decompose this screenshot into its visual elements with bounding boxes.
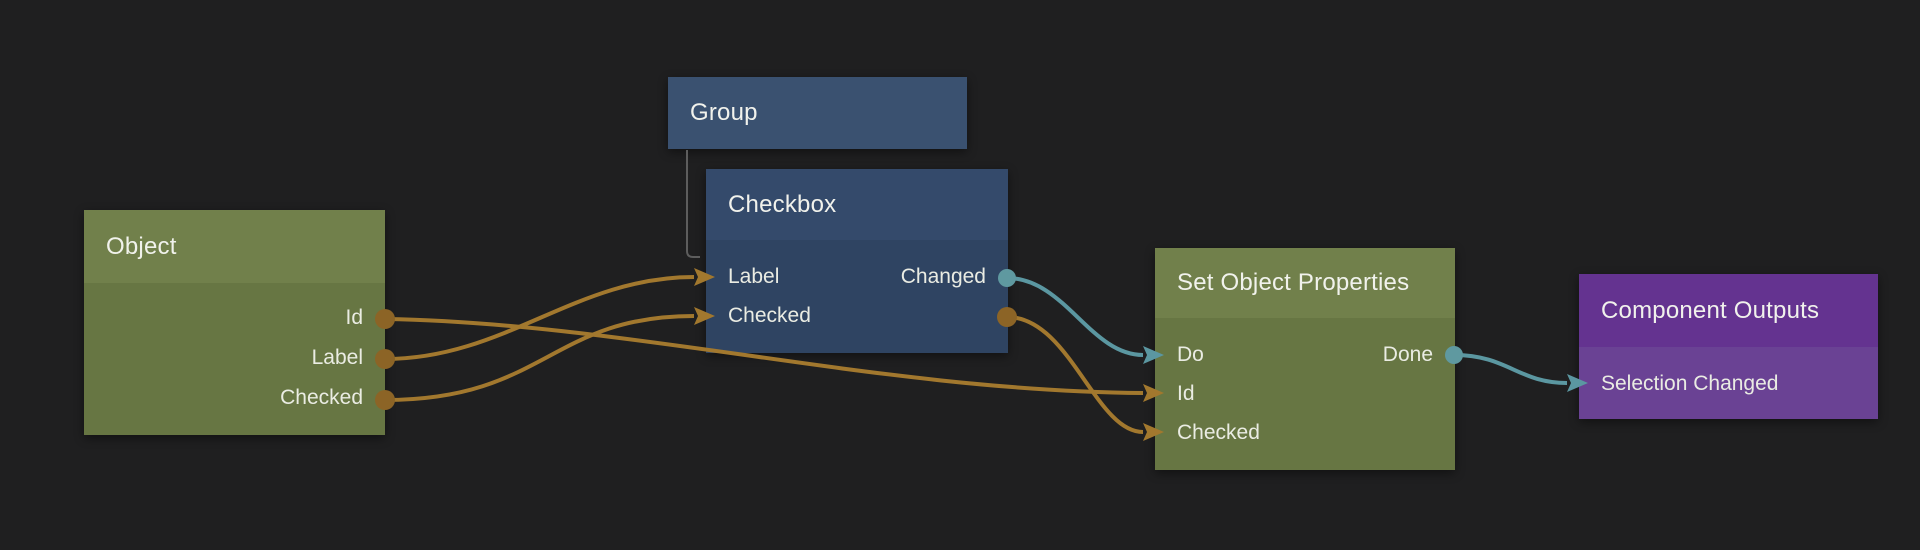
hierarchy-connection-group-to-checkbox [686,150,700,258]
connection-sop-done-to-compout-selection-changed[interactable] [1453,353,1568,385]
node-object-header[interactable]: Object [84,210,385,283]
port-sop-done[interactable]: Done [1382,342,1433,366]
connection-object-checked-to-checkbox-checked[interactable] [384,314,695,402]
node-title: Set Object Properties [1177,269,1410,296]
node-checkbox-body: Label Changed Checked [706,240,1008,353]
port-row: Id [84,298,385,338]
node-set-object-properties[interactable]: Set Object Properties Do Done Id Checked [1155,248,1455,470]
connection-checkbox-changed-to-sop-do[interactable] [1006,276,1144,357]
node-component-outputs-body: Selection Changed [1579,347,1878,419]
port-row: Checked [706,296,1008,335]
node-group[interactable]: Group [668,77,967,149]
port-row: Label Changed [706,257,1008,296]
node-object[interactable]: Object Id Label Checked [84,210,385,435]
node-title: Component Outputs [1601,296,1820,324]
connection-object-id-to-sop-id[interactable] [384,317,1144,395]
connection-arrow-sop-id[interactable] [1143,384,1164,402]
port-dot-object-label[interactable] [375,349,395,369]
port-checkbox-label[interactable]: Label [728,264,780,288]
port-row: Label [84,338,385,378]
port-row: Checked [84,378,385,418]
port-row: Id [1155,374,1455,413]
port-object-checked[interactable]: Checked [280,386,363,409]
node-set-object-properties-header[interactable]: Set Object Properties [1155,248,1455,318]
node-group-header[interactable]: Group [668,77,967,149]
port-dot-object-id[interactable] [375,309,395,329]
port-row: Selection Changed [1579,364,1878,403]
port-sop-do[interactable]: Do [1177,342,1204,366]
node-checkbox-header[interactable]: Checkbox [706,169,1008,240]
port-row: Do Done [1155,335,1455,374]
port-checkbox-changed[interactable]: Changed [900,264,986,288]
port-row: Checked [1155,413,1455,452]
node-set-object-properties-body: Do Done Id Checked [1155,318,1455,470]
port-sop-id[interactable]: Id [1177,381,1195,405]
port-checkbox-checked[interactable]: Checked [728,303,811,327]
port-dot-sop-done[interactable] [1445,346,1463,364]
node-checkbox[interactable]: Checkbox Label Changed Checked [706,169,1008,353]
port-object-label[interactable]: Label [311,346,363,369]
connection-arrow-sop-checked[interactable] [1143,423,1164,441]
port-dot-object-checked[interactable] [375,390,395,410]
port-object-id[interactable]: Id [345,306,363,329]
connection-arrow-checkbox-label[interactable] [694,268,715,286]
node-title: Object [106,232,177,260]
port-dot-checkbox-changed[interactable] [998,269,1016,287]
connection-object-label-to-checkbox-label[interactable] [384,275,695,361]
node-title: Checkbox [728,190,837,218]
connection-arrow-checkbox-checked[interactable] [694,307,715,325]
node-component-outputs[interactable]: Component Outputs Selection Changed [1579,274,1878,419]
port-sop-checked[interactable]: Checked [1177,420,1260,444]
connection-checkbox-checked-to-sop-checked[interactable] [1006,315,1144,434]
node-object-body: Id Label Checked [84,283,385,435]
node-component-outputs-header[interactable]: Component Outputs [1579,274,1878,347]
connection-arrow-compout-selection-changed[interactable] [1567,374,1588,392]
connection-arrow-sop-do[interactable] [1143,346,1164,364]
node-title: Group [690,99,758,126]
port-compout-selection-changed[interactable]: Selection Changed [1601,371,1779,395]
port-dot-checkbox-checked[interactable] [997,307,1017,327]
